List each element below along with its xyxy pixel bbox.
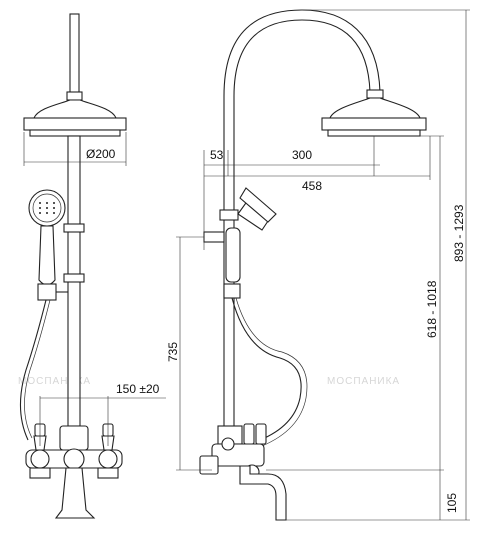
side-shower-head [321,97,427,137]
dim-overall-height: 893 - 1293 [452,204,466,262]
side-bath-spout [239,465,287,521]
side-mixer-body [199,423,267,480]
front-view: Ø200 150 ±20 [19,13,166,519]
watermark-left: МОСПАНИКА [18,376,91,387]
watermark-right: МОСПАНИКА [327,376,400,387]
side-wall-bracket [203,231,225,243]
side-hand-shower [219,187,277,299]
front-shower-head [23,99,127,137]
dim-head-diameter: Ø200 [86,147,116,161]
front-clamp-upper [63,223,85,233]
dim-valve-height: 735 [166,342,180,362]
dim-valve-spacing: 150 ±20 [116,382,160,396]
front-clamp-lower [63,273,85,283]
dim-spout-height: 105 [445,493,459,513]
side-hose [231,297,302,441]
side-view: 53 300 458 735 618 - 1018 893 - 1293 105 [166,9,470,521]
dim-offset-arm: 300 [292,148,312,162]
front-hose [19,299,47,441]
dim-offset-small: 53 [210,148,224,162]
side-head-connector [366,89,384,99]
front-wall-foot-right [97,467,119,479]
front-bath-spout [54,467,96,519]
front-wall-foot-left [29,467,51,479]
front-mixer-body [25,423,123,470]
front-head-connector [66,91,83,101]
front-riser-pipe [69,13,80,95]
dim-rail-range: 618 - 1018 [425,280,439,338]
dim-total-projection: 458 [302,179,322,193]
front-hand-shower [28,189,68,301]
